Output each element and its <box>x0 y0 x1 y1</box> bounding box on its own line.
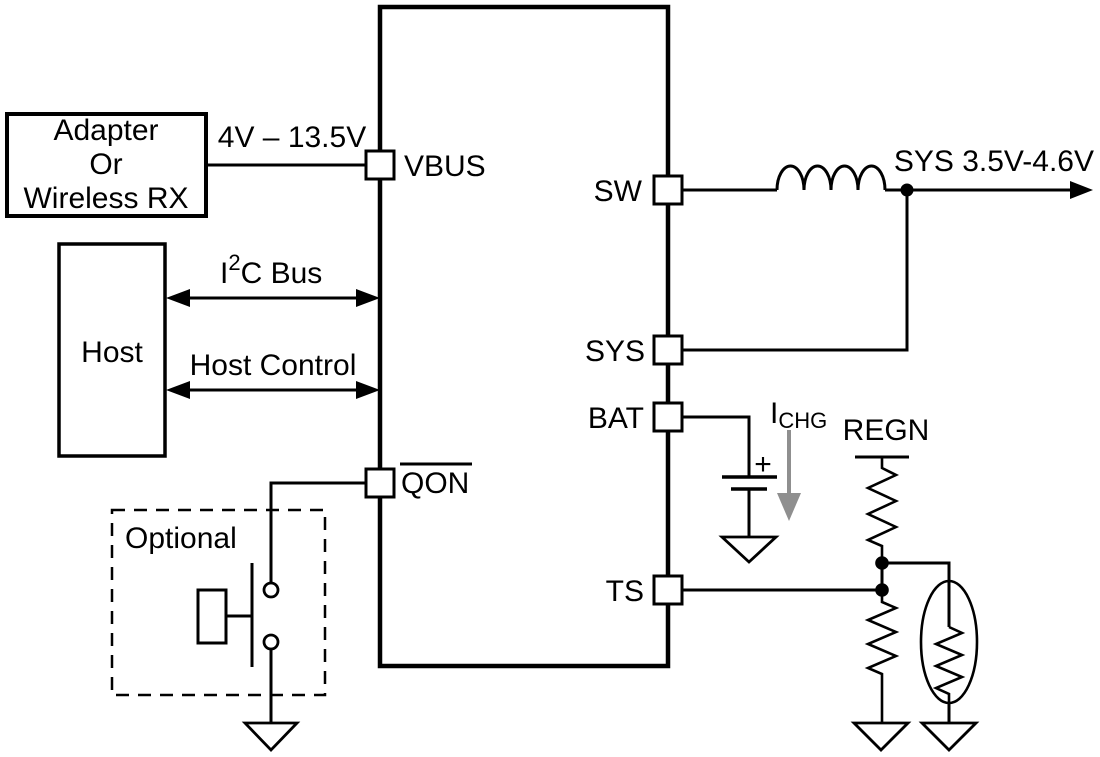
host-control-arrow <box>166 381 380 399</box>
pin-label-sw: SW <box>594 175 643 208</box>
vbus-range-label: 4V – 13.5V <box>218 121 366 154</box>
host-control-arrowhead-left-icon <box>166 381 190 399</box>
charge-current-arrowhead <box>777 493 801 521</box>
charger-ic-outline <box>377 4 671 669</box>
adapter-label-line1: Adapter <box>53 114 158 147</box>
i2c-arrowhead-left-icon <box>166 289 190 307</box>
host-control-arrowhead-right-icon <box>356 381 380 399</box>
pin-label-qon: QON <box>401 467 469 500</box>
sys-feedback-wire <box>682 190 909 352</box>
regn-label: REGN <box>843 414 930 447</box>
thermistor-resistor <box>932 625 966 703</box>
ts-resistor-ground-icon <box>850 721 912 752</box>
pushbutton-contact-top <box>262 581 280 599</box>
pin-square-qon <box>364 467 396 499</box>
pin-label-vbus: VBUS <box>404 150 486 183</box>
pin-square-ts <box>652 574 684 606</box>
charge-current-arrow-icon <box>777 430 801 521</box>
pushbutton-cap <box>196 588 228 645</box>
thermistor-ground-icon <box>918 721 980 752</box>
adapter-label-line3: Wireless RX <box>23 182 188 215</box>
pushbutton-ground-icon <box>241 721 301 753</box>
i2c-arrowhead-right-icon <box>356 289 380 307</box>
pin-label-bat: BAT <box>588 402 644 435</box>
host-control-label: Host Control <box>190 349 357 382</box>
pin-square-bat <box>652 401 684 433</box>
thermistor-wire <box>882 561 951 627</box>
bat-wire <box>682 415 751 476</box>
pin-square-vbus <box>364 149 396 181</box>
host-box <box>57 242 167 458</box>
pin-square-sw <box>652 174 684 206</box>
adapter-label-line2: Or <box>89 148 122 181</box>
host-label: Host <box>81 336 143 369</box>
pin-square-sys <box>652 334 684 366</box>
ichg-label: ICHG <box>770 397 827 433</box>
sys-output-label: SYS 3.5V-4.6V <box>894 145 1094 178</box>
optional-label: Optional <box>125 522 237 555</box>
adapter-box <box>5 112 208 218</box>
pin-label-ts: TS <box>606 575 644 608</box>
inductor-icon <box>775 164 887 191</box>
pin-label-sys: SYS <box>585 335 645 368</box>
sys-output-arrowhead-icon <box>1070 181 1093 199</box>
ts-lower-resistor-icon <box>864 590 900 722</box>
i2c-bus-label: I2C Bus <box>220 250 322 290</box>
pushbutton-icon <box>196 563 280 667</box>
qon-wire <box>269 481 366 583</box>
i2c-bus-arrow <box>166 289 380 307</box>
regn-resistor-icon <box>864 457 900 563</box>
pushbutton-contact-bottom <box>262 633 280 651</box>
battery-plus-label: + <box>754 448 772 481</box>
battery-ground-icon <box>718 535 780 564</box>
